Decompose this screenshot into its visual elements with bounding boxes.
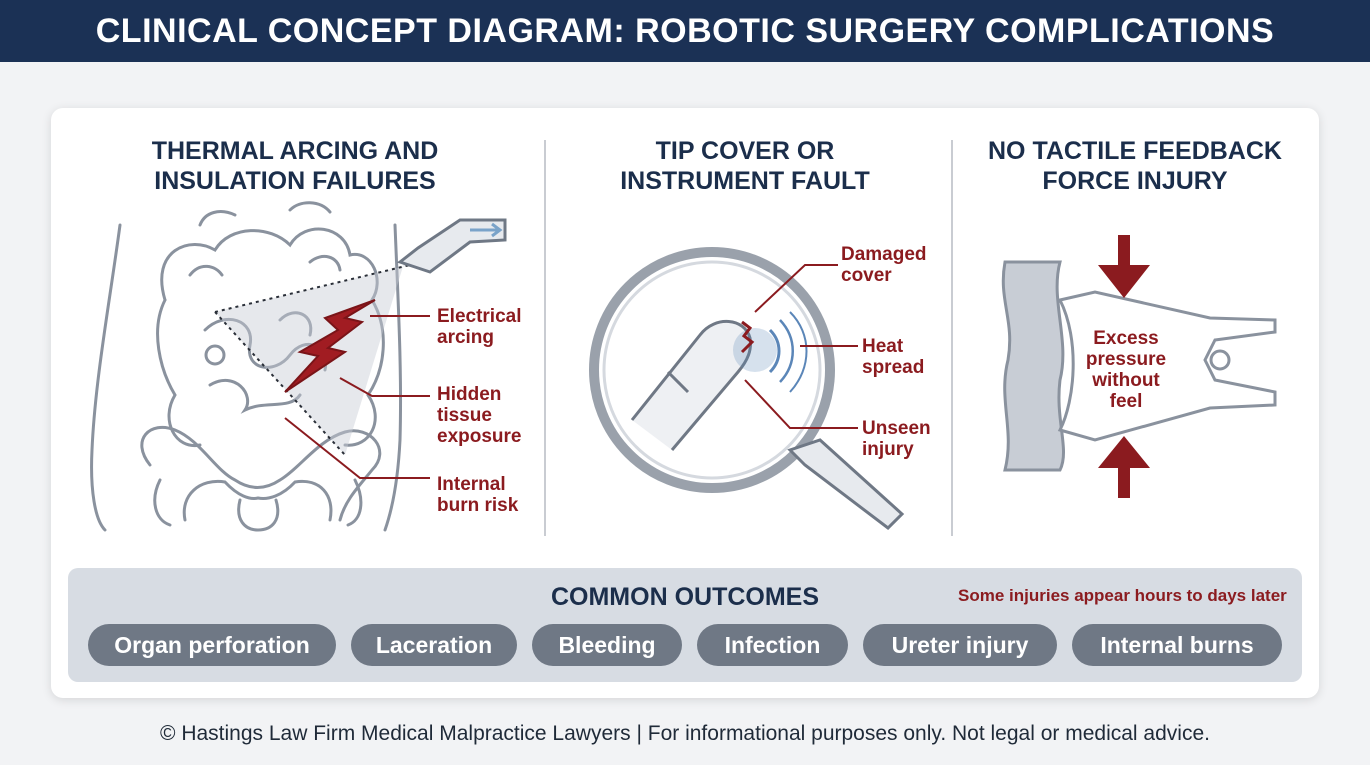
footer-disclaimer: © Hastings Law Firm Medical Malpractice … [160, 722, 1210, 745]
outcome-pill: Infection [697, 624, 848, 666]
page-title: CLINICAL CONCEPT DIAGRAM: ROBOTIC SURGER… [0, 0, 1370, 62]
callout-damaged-cover: Damaged cover [841, 244, 927, 286]
outcomes-title: COMMON OUTCOMES [550, 583, 820, 611]
panel-divider [951, 140, 953, 536]
panel-title-thermal: THERMAL ARCING AND INSULATION FAILURES [151, 137, 439, 195]
callout-heat-spread: Heat spread [862, 336, 925, 378]
electrosurgical-instrument [396, 218, 507, 274]
panel-divider [544, 140, 546, 536]
damaged-cover-icon [740, 320, 755, 354]
panel-title-tactile: NO TACTILE FEEDBACK FORCE INJURY [988, 137, 1282, 195]
arrow-up-icon [1098, 436, 1150, 498]
outcome-pill: Organ perforation [88, 624, 336, 666]
outcome-pill: Ureter injury [863, 624, 1057, 666]
lightning-bolt-icon [284, 299, 376, 393]
clamp-illustration [1001, 235, 1277, 498]
callout-internal-burn-risk: Internal burn risk [437, 474, 519, 516]
outcome-pill: Internal burns [1072, 624, 1282, 666]
outcome-pill: Laceration [351, 624, 517, 666]
callout-unseen-injury: Unseen injury [862, 418, 931, 460]
arrow-down-icon [1098, 235, 1150, 298]
pelvis-illustration [90, 201, 403, 532]
outcome-pill: Bleeding [532, 624, 682, 666]
callout-hidden-tissue-exposure: Hidden tissue exposure [437, 384, 522, 447]
callout-excess-pressure: Excess pressure without feel [1085, 328, 1167, 412]
callout-electrical-arcing: Electrical arcing [437, 306, 522, 348]
magnifier-illustration [589, 247, 905, 530]
panel-title-tip-cover: TIP COVER OR INSTRUMENT FAULT [620, 137, 870, 195]
delayed-injury-warning: Some injuries appear hours to days later [958, 586, 1287, 605]
